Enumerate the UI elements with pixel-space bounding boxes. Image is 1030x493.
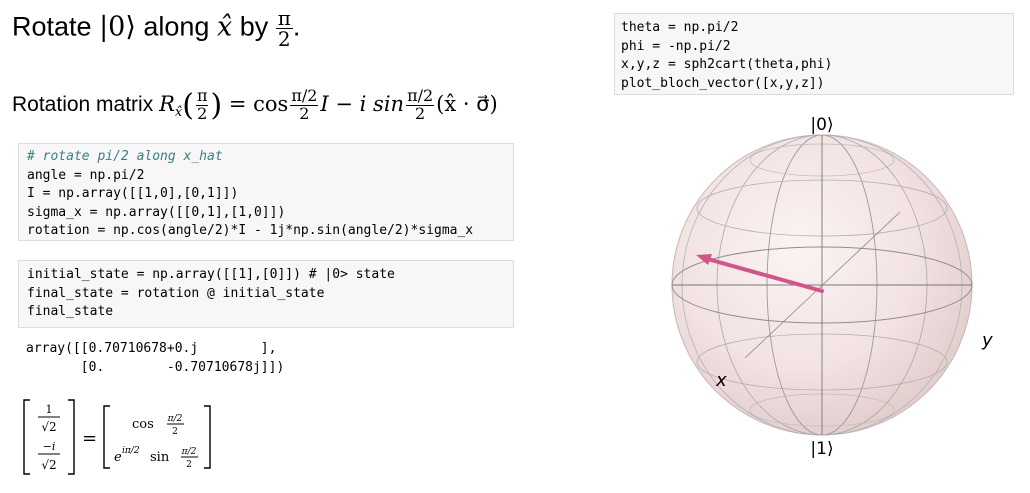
paren-close: ) bbox=[210, 88, 223, 123]
code-line: # rotate pi/2 along x_hat bbox=[27, 149, 223, 164]
code-cell-rotation[interactable]: # rotate pi/2 along x_hat angle = np.pi/… bbox=[18, 143, 514, 241]
title-text-3: by bbox=[232, 11, 276, 42]
r1-cos: cos bbox=[132, 417, 154, 432]
right-bracket-close bbox=[204, 405, 211, 469]
x-axis-label: x bbox=[715, 370, 727, 391]
bloch-sphere-plot: |0⟩ |1⟩ x y bbox=[660, 108, 1030, 488]
code-line: sigma_x = np.array([[0,1],[1,0]]) bbox=[27, 204, 286, 220]
l1-num: 1 bbox=[46, 403, 53, 416]
r2-e: e bbox=[114, 450, 122, 465]
code-line: rotation = np.cos(angle/2)*I - 1j*np.sin… bbox=[27, 223, 474, 238]
frac-num: π bbox=[277, 6, 291, 30]
x-axis-line bbox=[744, 211, 901, 359]
code-line: plot_bloch_vector([x,y,z]) bbox=[621, 75, 825, 91]
arg-num: π bbox=[196, 86, 208, 106]
bloch-vector-arrowhead bbox=[696, 254, 712, 265]
code-line: I = np.array([[1,0],[0,1]]) bbox=[27, 186, 239, 201]
code-line: x,y,z = sph2cart(theta,phi) bbox=[621, 57, 833, 72]
title-period: . bbox=[292, 11, 301, 42]
sin-num: π/2 bbox=[407, 86, 434, 106]
arg-den: 2 bbox=[195, 104, 209, 123]
cos-den: 2 bbox=[290, 105, 319, 123]
code-line: theta = np.pi/2 bbox=[621, 20, 739, 35]
code-line: initial_state = np.array([[1],[0]]) # |0… bbox=[27, 267, 395, 282]
paren-open: ( bbox=[182, 88, 194, 123]
r2-exponent: iπ/2 bbox=[122, 446, 140, 456]
ket0-label: |0⟩ bbox=[810, 115, 833, 135]
r2-den: 2 bbox=[186, 460, 192, 470]
left-bracket-open bbox=[23, 399, 30, 475]
cell-output: array([[0.70710678+0.j ], [0. -0.7071067… bbox=[26, 340, 506, 377]
code-line: final_state = rotation @ initial_state bbox=[27, 285, 325, 301]
rotation-label: Rotation matrix bbox=[12, 93, 160, 117]
y-axis-label: y bbox=[981, 330, 993, 351]
code-line: phi = -np.pi/2 bbox=[621, 38, 731, 54]
eq-cos: = cos bbox=[222, 92, 289, 117]
l2-num: −i bbox=[43, 440, 56, 453]
r2-sin: sin bbox=[150, 450, 170, 465]
left-bracket-close bbox=[68, 399, 75, 475]
r2-num: π/2 bbox=[181, 447, 197, 457]
code-line: angle = np.pi/2 bbox=[27, 167, 145, 183]
R-subscript: x̂ bbox=[174, 105, 183, 121]
r1-den: 2 bbox=[172, 427, 178, 437]
bloch-sphere-svg: |0⟩ |1⟩ x y bbox=[671, 115, 993, 459]
output-line: [0. -0.70710678j]]) bbox=[26, 359, 285, 375]
frac-den: 2 bbox=[275, 28, 293, 49]
output-line: array([[0.70710678+0.j ], bbox=[26, 341, 277, 356]
code-line: final_state bbox=[27, 304, 114, 319]
x-dot-sigma: (x̂ · σ⃗) bbox=[436, 92, 498, 117]
R-symbol: R bbox=[159, 92, 175, 117]
ket1-label: |1⟩ bbox=[810, 439, 833, 459]
l1-den: √2 bbox=[41, 420, 56, 434]
ket-zero: |0⟩ bbox=[99, 11, 136, 43]
state-vector-equation: 1 √2 −i √2 = cos π/2 2 e iπ/2 sin π/2 2 bbox=[22, 398, 222, 483]
sin-den: 2 bbox=[406, 105, 435, 123]
cos-num: π/2 bbox=[291, 86, 318, 106]
code-cell-bloch[interactable]: theta = np.pi/2 phi = -np.pi/2 x,y,z = s… bbox=[614, 13, 1014, 95]
r1-num: π/2 bbox=[167, 414, 183, 424]
identity-sin: I − i sin bbox=[320, 92, 405, 117]
title-text: Rotate bbox=[12, 11, 100, 42]
right-bracket-open bbox=[103, 405, 110, 469]
code-cell-final-state[interactable]: initial_state = np.array([[1],[0]]) # |0… bbox=[18, 260, 514, 328]
equals-sign: = bbox=[82, 428, 97, 449]
bloch-vector bbox=[702, 256, 824, 293]
title-text-2: along bbox=[135, 11, 217, 42]
x-hat: x̂ bbox=[216, 11, 233, 43]
l2-den: √2 bbox=[41, 458, 56, 472]
matrix-equation-svg: 1 √2 −i √2 = cos π/2 2 e iπ/2 sin π/2 2 bbox=[23, 399, 211, 475]
